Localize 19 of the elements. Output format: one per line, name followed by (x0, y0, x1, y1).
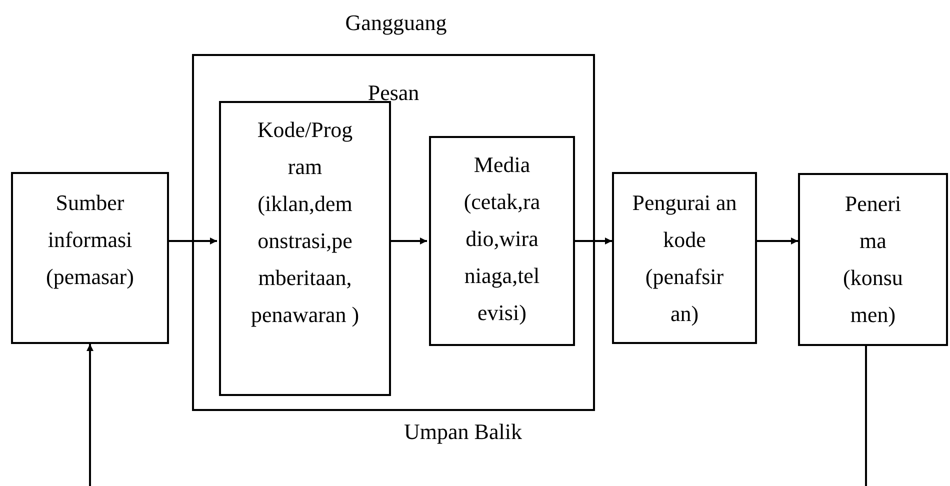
arrow (389, 238, 427, 244)
box-label: Media (cetak,ra dio,wira niaga,tel evisi) (462, 151, 542, 327)
arrow (169, 238, 217, 244)
process-box (219, 101, 391, 396)
annotation-label: Umpan Balik (404, 418, 522, 446)
process-box (612, 172, 757, 344)
arrow (757, 238, 798, 244)
process-box (11, 172, 169, 344)
annotation-label: Gangguang (345, 9, 447, 37)
process-box (798, 173, 948, 346)
box-label: Sumber informasi (pemasar) (45, 189, 135, 291)
group-title: Pesan (366, 79, 420, 107)
arrow (86, 344, 94, 486)
process-box (429, 136, 575, 346)
arrow (573, 238, 612, 244)
box-label: Pengurai an kode (penafsir an) (632, 189, 738, 328)
box-label: Kode/Prog ram (iklan,dem onstrasi,pe mberitaan, penawaran ) (250, 116, 360, 329)
group-box (192, 54, 595, 411)
box-label: Peneri ma (konsu men) (842, 190, 904, 329)
